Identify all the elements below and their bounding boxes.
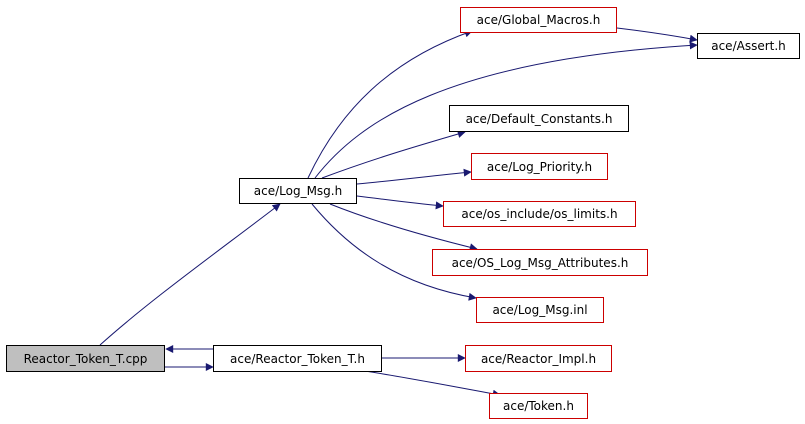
edge-log-msg-to-log-priority [356,168,472,185]
edge-log-msg-to-global-macros [307,29,473,179]
node-reactor-token-t-cpp: Reactor_Token_T.cpp [6,345,165,372]
edge-reactor-token-t-h-to-token [364,370,501,398]
edge-log-msg-to-default-constants [321,130,466,179]
edge-global-macros-to-assert [616,27,698,43]
node-assert-h[interactable]: ace/Assert.h [697,33,800,59]
edge-log-msg-to-os-limits [356,195,444,210]
node-log-priority-h[interactable]: ace/Log_Priority.h [471,153,608,180]
edge-log-msg-to-assert [314,41,698,179]
node-default-constants-h[interactable]: ace/Default_Constants.h [449,105,629,132]
node-os-log-msg-attributes-h[interactable]: ace/OS_Log_Msg_Attributes.h [432,249,648,276]
node-os-limits-h[interactable]: ace/os_include/os_limits.h [443,201,636,227]
node-log-msg-inl[interactable]: ace/Log_Msg.inl [476,297,604,323]
node-reactor-token-t-h[interactable]: ace/Reactor_Token_T.h [213,345,382,372]
edge-log-msg-to-log-msg-inl [311,203,477,301]
node-token-h[interactable]: ace/Token.h [489,393,588,419]
node-global-macros-h[interactable]: ace/Global_Macros.h [460,7,617,33]
node-log-msg-h[interactable]: ace/Log_Msg.h [239,178,357,204]
edge-log-msg-to-os-log-msg-attributes [329,203,478,252]
node-reactor-impl-h[interactable]: ace/Reactor_Impl.h [465,345,612,372]
edge-cpp-to-log-msg [99,203,281,346]
